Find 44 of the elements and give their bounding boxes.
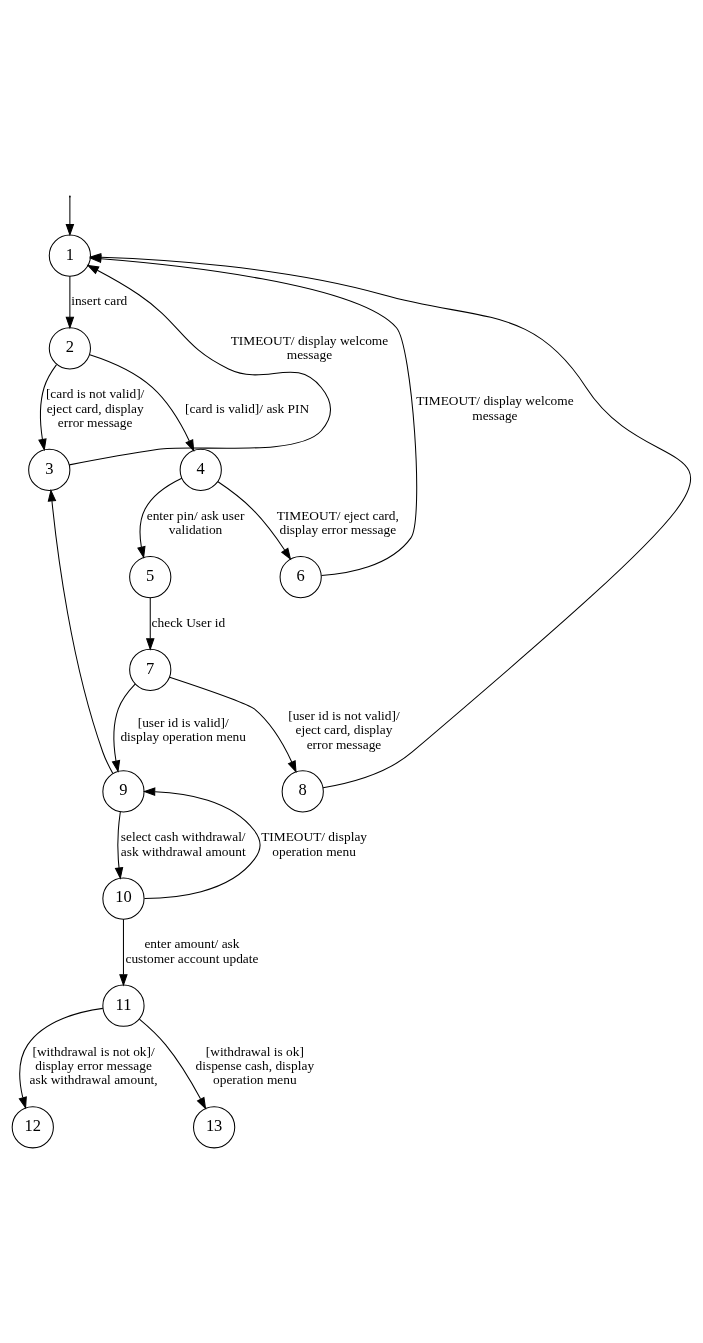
- node-circle: 9: [102, 769, 145, 812]
- arrow: [89, 353, 195, 452]
- arrow: [38, 363, 58, 451]
- node-circle: 6: [279, 555, 322, 598]
- arrow: [145, 596, 155, 651]
- arrow: [18, 1007, 104, 1109]
- node-circle: 11: [102, 984, 145, 1027]
- arrow: [47, 488, 114, 774]
- node-circle: 4: [179, 448, 222, 491]
- node-circle: 12: [11, 1105, 54, 1148]
- edge-label: [user id is not valid]/ eject card, display error message: [288, 707, 400, 752]
- edge-label: [user id is valid]/ display operation menu: [120, 714, 246, 744]
- arrow: [217, 480, 292, 560]
- edge-label: enter pin/ ask user validation: [146, 507, 245, 537]
- arrow: [142, 786, 261, 899]
- node-circle: 10: [102, 876, 145, 920]
- node-circle: 3: [28, 448, 71, 491]
- edge-label: select cash withdrawal/ ask withdrawal amount: [120, 828, 246, 859]
- arrow: [65, 196, 75, 236]
- edge-label: [withdrawal is ok] dispense cash, display operation menu: [195, 1043, 315, 1087]
- node-circle: 1: [48, 233, 91, 277]
- edge-label: check User id: [151, 614, 226, 630]
- edge-label: TIMEOUT/ display welcome message: [416, 392, 574, 423]
- edge-label: TIMEOUT/ eject card, display error message: [276, 507, 399, 537]
- arrow: [111, 683, 136, 773]
- edge-label: TIMEOUT/ display operation menu: [261, 828, 368, 859]
- edge-label: enter amount/ ask customer account update: [125, 935, 259, 966]
- arrow: [119, 918, 128, 987]
- edge-label: [card is not valid]/ eject card, display error message: [45, 385, 145, 430]
- node-circle: 13: [193, 1105, 236, 1148]
- node-circle: 2: [48, 326, 91, 369]
- arrow: [169, 676, 297, 773]
- arrow: [138, 1018, 207, 1110]
- edge-label: [withdrawal is not ok]/ display error message ask withdrawal amount,: [29, 1043, 158, 1087]
- edge-label: insert card: [71, 292, 128, 308]
- node-circle: 5: [129, 555, 172, 598]
- arrow: [65, 275, 75, 329]
- node-circle: 7: [129, 648, 172, 691]
- arrow: [68, 264, 332, 465]
- node-circle: 8: [281, 769, 324, 812]
- edge-label: TIMEOUT/ display welcome message: [230, 332, 389, 362]
- edge-label: [card is valid]/ ask PIN: [185, 400, 310, 416]
- arrow: [114, 810, 124, 880]
- arrow: [137, 477, 183, 559]
